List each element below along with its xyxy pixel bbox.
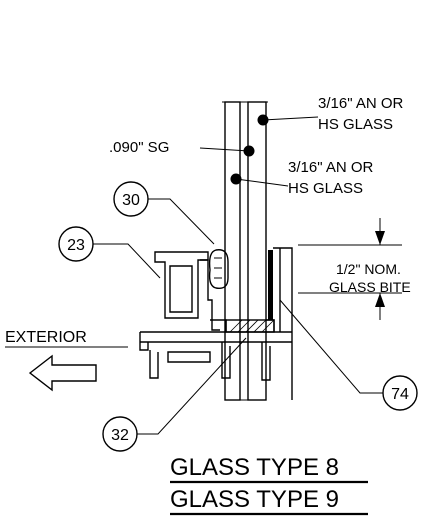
glazing-gasket [208,249,229,289]
title-glass-type-8: GLASS TYPE 8 [170,454,339,481]
label-exterior: EXTERIOR [5,329,87,346]
glass-lite-outer [224,101,241,401]
glass-assembly [222,101,268,401]
svg-text:32: 32 [111,427,129,444]
svg-text:23: 23 [67,237,85,254]
callout-74: 74 [279,299,418,411]
setting-block [225,319,275,333]
label-leaders [199,114,319,187]
structural-bead [268,250,273,320]
label-inner-glass-line1: 3/16" AN OR [288,159,374,176]
label-interlayer: .090" SG [109,139,169,156]
label-inner-glass-line2: HS GLASS [288,180,363,197]
callout-32: 32 [102,337,247,452]
label-bite-line2: GLASS BITE [329,279,411,295]
glass-bite-dimension [298,218,402,320]
svg-text:30: 30 [122,192,140,209]
label-outer-glass-line1: 3/16" AN OR [318,95,404,112]
exterior-arrow-icon [28,354,97,392]
callout-23: 23 [58,226,161,279]
label-bite-line1: 1/2" NOM. [336,261,401,277]
svg-text:74: 74 [391,386,409,403]
callout-30: 30 [113,181,215,245]
label-outer-glass-line2: HS GLASS [318,116,393,133]
title-glass-type-9: GLASS TYPE 9 [170,486,339,513]
